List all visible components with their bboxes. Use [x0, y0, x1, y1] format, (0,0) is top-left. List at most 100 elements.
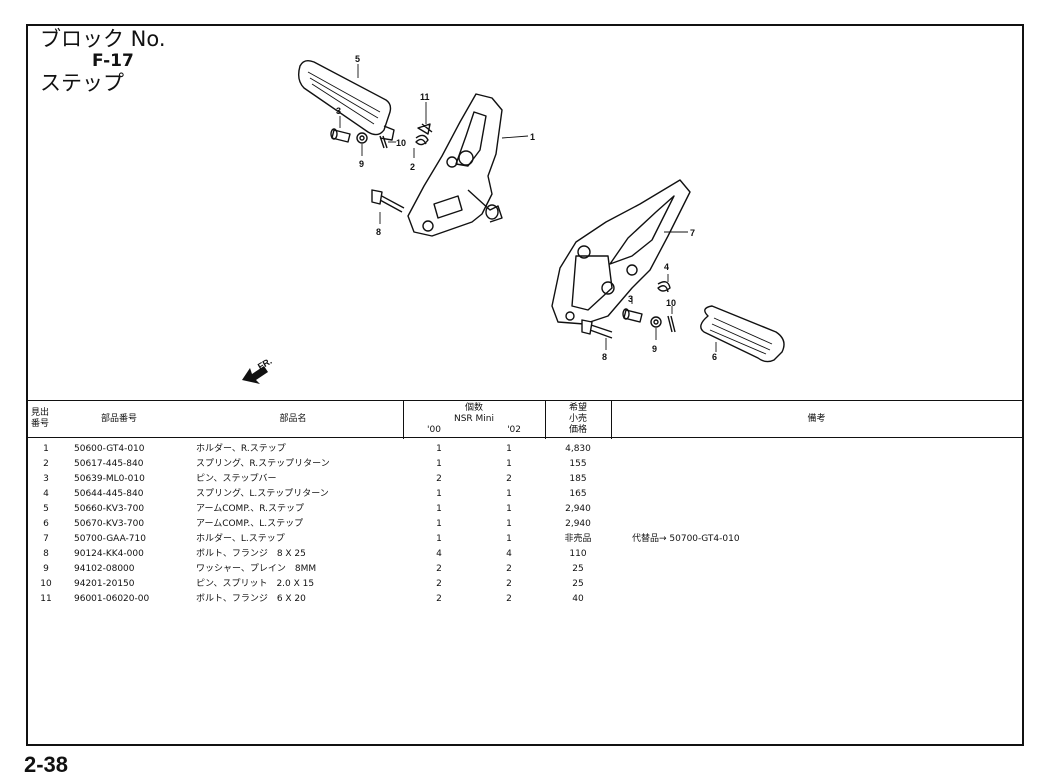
- page-number: 2-38: [24, 752, 69, 777]
- qty-02-cell: 4: [506, 549, 512, 559]
- header-ref: 見出 番号: [28, 401, 52, 437]
- ref-cell: 1: [43, 444, 49, 454]
- callout-11: 11: [420, 92, 430, 102]
- header-qty: 個数 NSR Mini '00 '02: [403, 401, 545, 437]
- block-number-label: ブロック No.: [40, 27, 166, 51]
- right-holder: [407, 93, 503, 237]
- part-number-cell: 50670-KV3-700: [74, 519, 145, 529]
- block-code: F-17: [92, 51, 134, 71]
- header-ref-line2: 番号: [30, 419, 49, 429]
- ref-cell: 4: [43, 489, 49, 499]
- callout-8: 8: [376, 227, 381, 237]
- callout-labels: 1 2 3 5 8 9 10 11 3 4 6 7 8 9 10: [336, 54, 717, 362]
- ref-cell: 11: [40, 594, 52, 604]
- block-title: ブロック No. F-17 ステップ: [40, 28, 166, 94]
- qty-00-cell: 1: [436, 444, 442, 454]
- part-name-cell: アームCOMP.、L.ステップ: [196, 519, 304, 529]
- front-arrow-icon: FR.: [242, 356, 274, 384]
- remarks-cell: 代替品→ 50700-GT4-010: [632, 534, 740, 544]
- part-number-cell: 50660-KV3-700: [74, 504, 145, 514]
- part-number-cell: 94201-20150: [74, 579, 135, 589]
- part-name-cell: ボルト、フランジ 6 X 20: [196, 594, 306, 604]
- part-name-cell: ワッシャー、プレイン 8MM: [196, 564, 317, 574]
- header-divider: [611, 401, 612, 439]
- qty-00-cell: 2: [436, 579, 442, 589]
- header-qty-model: NSR Mini: [453, 413, 495, 424]
- qty-02-cell: 2: [506, 594, 512, 604]
- callout-6: 6: [712, 352, 717, 362]
- callout-7: 7: [690, 228, 695, 238]
- ref-cell: 10: [40, 579, 52, 589]
- page-frame: [26, 24, 1024, 746]
- part-name-cell: スプリング、L.ステップリターン: [196, 489, 329, 499]
- ref-cell: 6: [43, 519, 49, 529]
- part-number-cell: 50700-GAA-710: [74, 534, 146, 544]
- qty-00-cell: 1: [436, 534, 442, 544]
- ref-cell: 3: [43, 474, 49, 484]
- qty-02-cell: 2: [506, 564, 512, 574]
- callout-2: 2: [410, 162, 415, 172]
- part-number-cell: 96001-06020-00: [74, 594, 150, 604]
- header-qty-line1: 個数: [464, 402, 483, 413]
- qty-02-cell: 1: [506, 489, 512, 499]
- left-holder: [551, 179, 691, 325]
- part-number-cell: 50644-445-840: [74, 489, 144, 499]
- header-part-no: 部品番号: [100, 413, 137, 424]
- callout-3-left: 3: [628, 294, 633, 304]
- price-cell: 非売品: [564, 534, 592, 544]
- left-step-arm: [700, 305, 785, 363]
- price-cell: 165: [569, 489, 587, 499]
- qty-00-cell: 2: [436, 564, 442, 574]
- qty-00-cell: 1: [436, 459, 442, 469]
- header-divider: [545, 401, 546, 439]
- header-divider: [403, 401, 404, 439]
- part-name-cell: ホルダー、R.ステップ: [196, 444, 286, 454]
- ref-cell: 2: [43, 459, 49, 469]
- qty-02-cell: 1: [506, 444, 512, 454]
- qty-00-cell: 1: [436, 489, 442, 499]
- header-part-name: 部品名: [279, 413, 307, 424]
- part-name-cell: アームCOMP.、R.ステップ: [196, 504, 305, 514]
- right-step-arm: [297, 59, 395, 141]
- callout-10-left: 10: [666, 298, 676, 308]
- part-name-cell: ボルト、フランジ 8 X 25: [196, 549, 306, 559]
- header-ref-line1: 見出: [30, 408, 49, 418]
- price-cell: 25: [572, 579, 584, 589]
- table-header: 見出 番号 部品番号 部品名 個数 NSR Mini '00 '02 希望 小売…: [28, 400, 1022, 439]
- fasteners: [330, 123, 676, 339]
- ref-cell: 5: [43, 504, 49, 514]
- ref-cell: 8: [43, 549, 49, 559]
- callout-8-left: 8: [602, 352, 607, 362]
- qty-00-cell: 1: [436, 504, 442, 514]
- header-price: 希望 小売 価格: [545, 401, 611, 437]
- ref-cell: 7: [43, 534, 49, 544]
- header-remarks: 備考: [807, 413, 826, 424]
- qty-00-cell: 2: [436, 594, 442, 604]
- qty-02-cell: 2: [506, 579, 512, 589]
- callout-10: 10: [396, 138, 406, 148]
- price-cell: 40: [572, 594, 584, 604]
- callout-9-left: 9: [652, 344, 657, 354]
- leader-lines: [339, 64, 717, 352]
- header-price-line3: 価格: [568, 424, 587, 435]
- price-cell: 25: [572, 564, 584, 574]
- callout-4: 4: [664, 262, 669, 272]
- table-row: 4 50644-445-840 スプリング、L.ステップリターン 1 1 165: [28, 487, 1022, 502]
- part-name-cell: ピン、ステップバー: [196, 474, 277, 484]
- qty-00-cell: 1: [436, 519, 442, 529]
- part-name-cell: スプリング、R.ステップリターン: [196, 459, 330, 469]
- header-price-line1: 希望: [568, 402, 587, 413]
- part-name-cell: ホルダー、L.ステップ: [196, 534, 285, 544]
- callout-9: 9: [359, 159, 364, 169]
- part-number-cell: 94102-08000: [74, 564, 135, 574]
- part-number-cell: 50639-ML0-010: [74, 474, 145, 484]
- callout-3: 3: [336, 106, 341, 116]
